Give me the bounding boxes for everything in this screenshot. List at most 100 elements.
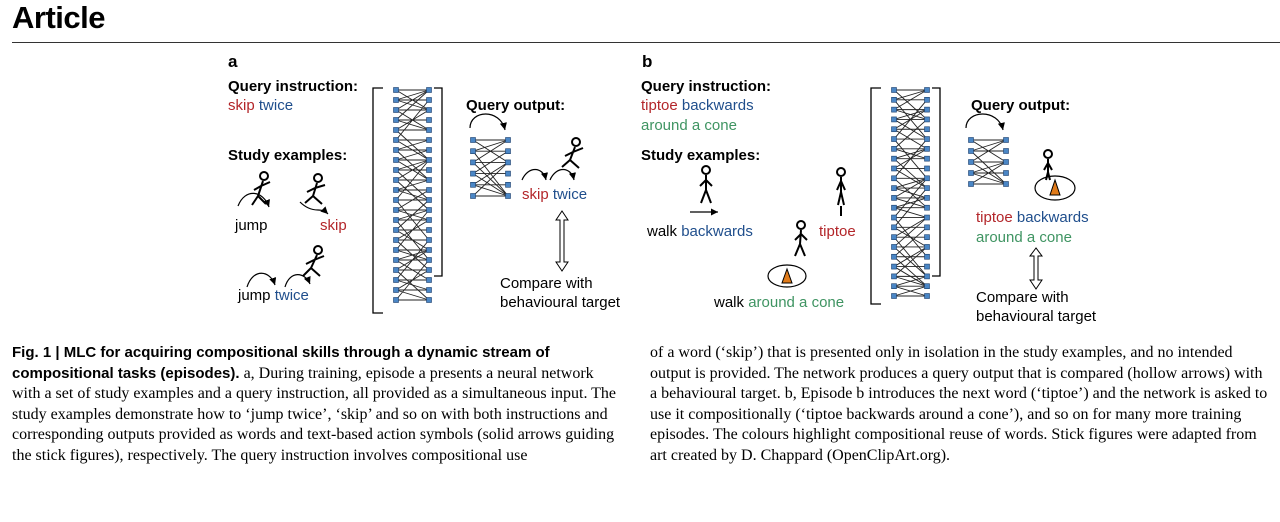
network-node (393, 227, 399, 233)
network-node (924, 165, 930, 172)
caption-heading: Fig. 1 | MLC for acquiring compositional… (12, 344, 550, 382)
network-node (505, 182, 511, 188)
network-node (891, 244, 897, 250)
network-node (426, 197, 432, 203)
network-edge (395, 199, 430, 231)
network-node (393, 87, 399, 93)
panel-a-letter: a (228, 52, 238, 71)
network-node (924, 263, 930, 270)
skip-arrow (299, 201, 329, 215)
network-node (393, 157, 399, 163)
word-backwards: backwards (1016, 209, 1089, 226)
cone-icon-output (1049, 178, 1061, 196)
network-node (393, 207, 399, 213)
network-edge (893, 138, 928, 179)
network-node (924, 106, 930, 113)
network-edge (893, 256, 928, 287)
panel-b-compare-text: Compare with behavioural target (976, 288, 1096, 326)
network-edge (893, 285, 928, 297)
network-edge (395, 89, 430, 111)
network-edge (395, 119, 430, 131)
network-edge (893, 217, 928, 238)
network-node (891, 195, 897, 201)
network-node (891, 204, 897, 211)
network-node (426, 97, 432, 103)
caption-right-body: of a word (‘skip’) that is presented onl… (650, 344, 1268, 464)
network-node (393, 187, 399, 193)
network-edge (893, 226, 928, 258)
network-node (891, 136, 897, 142)
small-network-a (470, 137, 511, 199)
panel-a-query-instruction: skip twice (228, 97, 293, 114)
network-node (393, 257, 399, 263)
panel-a-query-instruction-label: Query instruction: (228, 78, 359, 95)
network-node (470, 148, 476, 154)
network-node (924, 293, 930, 299)
network-edge (395, 149, 430, 161)
network-node (924, 253, 930, 260)
network-edge (472, 139, 509, 152)
network-node (924, 283, 930, 289)
network-node (968, 137, 974, 143)
network-node (968, 181, 974, 187)
network-node (426, 177, 432, 183)
network-node (891, 116, 897, 123)
network-node (891, 224, 897, 231)
network-edge (395, 89, 430, 121)
compare-line-2: behavioural target (500, 294, 621, 311)
stick-figure-jump-2 (302, 245, 325, 277)
network-node (393, 237, 399, 243)
network-edge (395, 259, 430, 301)
network-node (1003, 159, 1009, 165)
network-edge (893, 89, 928, 101)
network-edge (395, 159, 430, 181)
network-node (1003, 137, 1009, 143)
network-edge (893, 246, 928, 277)
panel-b-query-instruction-label: Query instruction: (641, 78, 772, 95)
network-edge (472, 150, 509, 174)
compare-line-1: Compare with (500, 275, 593, 292)
network-edge (893, 197, 928, 209)
network-node (426, 117, 432, 123)
network-edge (472, 184, 509, 197)
network-node (393, 107, 399, 113)
network-node (891, 146, 897, 152)
network-node (393, 247, 399, 253)
word-skip: skip (522, 186, 549, 203)
network-edge (395, 99, 430, 141)
network-edge (893, 187, 928, 199)
word-twice: twice (274, 287, 309, 304)
network-edge (395, 189, 430, 201)
network-node (1003, 148, 1009, 154)
stick-figure-walk-cone (794, 220, 808, 257)
network-node (393, 197, 399, 203)
network-node (426, 237, 432, 243)
network-node (426, 147, 432, 153)
network-node (426, 227, 432, 233)
network-edge (395, 239, 430, 281)
network-node (426, 297, 432, 303)
network-node (924, 116, 930, 123)
network-node (891, 234, 897, 240)
panel-b-output-line2: around a cone (976, 229, 1072, 246)
network-node (393, 147, 399, 153)
word-jump: jump (238, 287, 271, 304)
network-node (426, 287, 432, 293)
network-edge (893, 148, 928, 160)
small-network-b (968, 137, 1009, 187)
panel-a-example-jump-twice: jump twice (238, 287, 309, 304)
network-edge (893, 89, 928, 120)
stick-figure-skip-output (561, 137, 584, 169)
panel-b-letter: b (642, 52, 653, 71)
network-node (891, 87, 897, 93)
network-node (968, 148, 974, 154)
network-node (891, 155, 897, 162)
network-node (393, 127, 399, 133)
network-edge (472, 139, 509, 163)
network-node (426, 127, 432, 133)
panel-b-query-output-label: Query output: (971, 97, 1071, 114)
panel-b-example-walk-backwards: walk backwards (647, 223, 753, 240)
network-node (891, 253, 897, 260)
word-backwards: backwards (681, 223, 753, 240)
